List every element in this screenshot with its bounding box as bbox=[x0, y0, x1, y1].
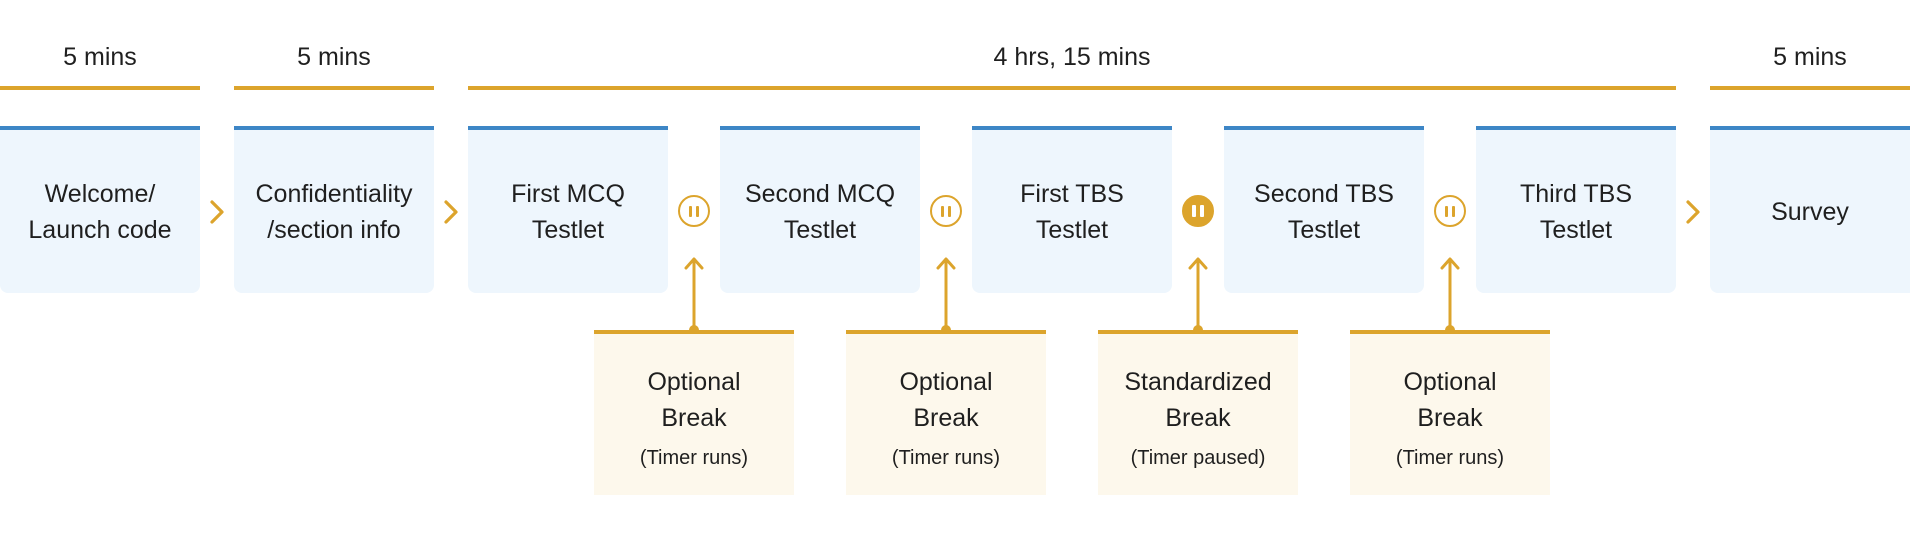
chevron-right-icon bbox=[210, 200, 224, 224]
arrow-up-icon bbox=[1440, 257, 1460, 334]
break-box: Standardized Break (Timer paused) bbox=[1098, 330, 1298, 495]
step-survey: Survey bbox=[1710, 126, 1910, 293]
chevron-right-icon bbox=[1686, 200, 1700, 224]
break-note: (Timer runs) bbox=[639, 447, 749, 469]
pause-circle-icon bbox=[1434, 195, 1466, 227]
break-title: Optional Break bbox=[647, 368, 741, 432]
step-second-tbs: Second TBS Testlet bbox=[1224, 126, 1424, 293]
chevron-right-icon bbox=[444, 200, 458, 224]
break-title: Optional Break bbox=[1403, 368, 1497, 432]
pause-circle-icon bbox=[930, 195, 962, 227]
arrow-up-icon bbox=[936, 257, 956, 334]
duration-line-survey bbox=[1710, 86, 1910, 90]
duration-confidentiality: 5 mins bbox=[297, 43, 371, 71]
duration-line-testing bbox=[468, 86, 1676, 90]
step-first-tbs: First TBS Testlet bbox=[972, 126, 1172, 293]
duration-welcome: 5 mins bbox=[63, 43, 137, 71]
break-note: (Timer runs) bbox=[891, 447, 1001, 469]
break-note: (Timer paused) bbox=[1130, 447, 1266, 469]
pause-circle-filled-icon bbox=[1182, 195, 1214, 227]
step-confidentiality: Confidentiality /section info bbox=[234, 126, 434, 293]
duration-line-confidentiality bbox=[234, 86, 434, 90]
break-box: Optional Break (Timer runs) bbox=[1350, 330, 1550, 495]
duration-survey: 5 mins bbox=[1773, 43, 1847, 71]
step-first-mcq: First MCQ Testlet bbox=[468, 126, 668, 293]
break-title: Standardized Break bbox=[1124, 368, 1272, 432]
step-third-tbs: Third TBS Testlet bbox=[1476, 126, 1676, 293]
arrow-up-icon bbox=[684, 257, 704, 334]
break-note: (Timer runs) bbox=[1395, 447, 1505, 469]
duration-line-welcome bbox=[0, 86, 200, 90]
break-box: Optional Break (Timer runs) bbox=[846, 330, 1046, 495]
pause-circle-icon bbox=[678, 195, 710, 227]
break-title: Optional Break bbox=[899, 368, 993, 432]
step-second-mcq: Second MCQ Testlet bbox=[720, 126, 920, 293]
step-welcome: Welcome/ Launch code bbox=[0, 126, 200, 293]
break-box: Optional Break (Timer runs) bbox=[594, 330, 794, 495]
arrow-up-icon bbox=[1188, 257, 1208, 334]
duration-testing: 4 hrs, 15 mins bbox=[993, 43, 1151, 71]
